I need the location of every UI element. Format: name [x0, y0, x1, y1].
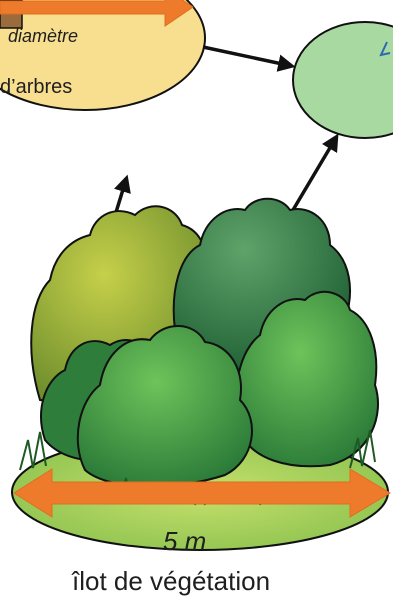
trees-label: d’arbres [0, 76, 72, 99]
diameter-label: diamètre [8, 26, 78, 47]
bubble-link-arrow [203, 47, 287, 65]
distance-label: 5 m [163, 526, 206, 557]
upward-arrow-right [293, 141, 334, 210]
right-bubble [293, 22, 393, 138]
island-caption: îlot de végétation [72, 566, 270, 597]
